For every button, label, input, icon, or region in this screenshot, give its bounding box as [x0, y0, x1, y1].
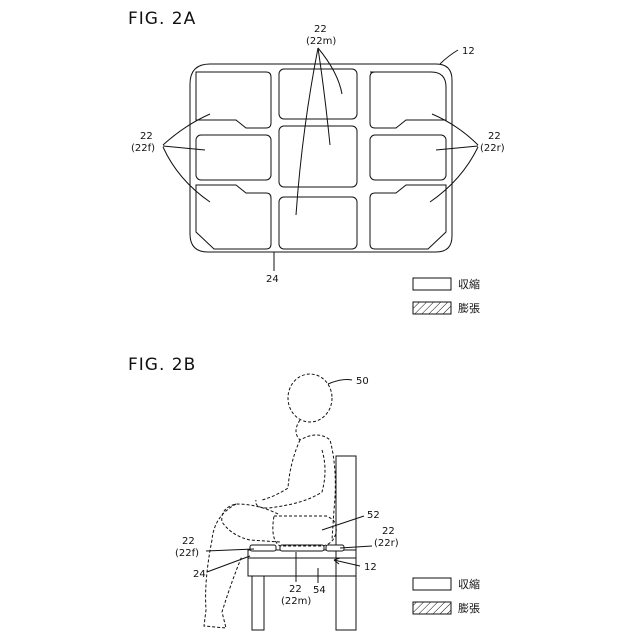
seat-cushion-top-view: [190, 64, 452, 252]
pad-22r-bottom: [370, 185, 446, 249]
occupant-head: [288, 374, 332, 422]
legend-b-contracted-label: 収縮: [458, 577, 480, 591]
pad-22f-middle: [196, 135, 271, 180]
occupant-back: [296, 420, 335, 540]
label-22m-number-b: 22: [289, 584, 302, 595]
pad-22r-top: [370, 72, 446, 128]
label-22f-sub-b: (22f): [175, 548, 199, 559]
label-12-a: 12: [462, 46, 475, 57]
leader-24-b: [207, 556, 250, 572]
leader-22f-b: [206, 549, 254, 551]
label-24-b: 24: [193, 569, 206, 580]
label-22r-sub-b: (22r): [374, 538, 399, 549]
label-22f-number-b: 22: [182, 536, 195, 547]
legend-b-inflated-swatch: [413, 602, 451, 614]
label-12-b: 12: [364, 562, 377, 573]
label-22m-sub-b: (22m): [281, 596, 311, 607]
occupant-thigh: [222, 504, 280, 542]
label-54: 54: [313, 585, 326, 596]
seat-leg-front: [252, 576, 264, 630]
pad-22m-top: [279, 69, 357, 119]
legend-a-inflated-swatch: [413, 302, 451, 314]
label-22f-sub-a: (22f): [131, 143, 155, 154]
occupant-chest: [262, 440, 300, 500]
seat-frame-54: [248, 558, 356, 576]
label-22m-sub-a: (22m): [306, 36, 336, 47]
pad-22f-side: [250, 545, 276, 551]
legend-a-contracted-swatch: [413, 278, 451, 290]
label-24-a: 24: [266, 274, 279, 285]
label-22r-sub-a: (22r): [480, 143, 505, 154]
leader-12-a: [440, 50, 458, 64]
pad-22m-bottom: [279, 197, 357, 249]
seat-leg-rear: [336, 576, 356, 630]
occupant-hip: [273, 516, 336, 546]
label-22f-number-a: 22: [140, 131, 153, 142]
legend-a-contracted-label: 収縮: [458, 277, 480, 291]
label-22r-number-a: 22: [488, 131, 501, 142]
leader-52: [322, 516, 364, 530]
legend-b-contracted-swatch: [413, 578, 451, 590]
label-50: 50: [356, 376, 369, 387]
pad-22m-side: [280, 545, 324, 551]
label-22r-number-b: 22: [382, 526, 395, 537]
legend-a: 収縮 膨張: [413, 277, 480, 315]
pad-22f-top: [196, 72, 271, 128]
label-52: 52: [367, 510, 380, 521]
fig-2b-title: FIG. 2B: [128, 355, 196, 375]
legend-a-inflated-label: 膨張: [458, 301, 480, 315]
pad-22f-bottom: [196, 185, 271, 249]
pad-22m-middle: [279, 126, 357, 187]
legend-b: 収縮 膨張: [413, 577, 480, 615]
occupant-arm: [256, 450, 325, 508]
label-22m-number-a: 22: [314, 24, 327, 35]
fig-2a-title: FIG. 2A: [128, 9, 196, 29]
backrest: [336, 456, 356, 630]
legend-b-inflated-label: 膨張: [458, 601, 480, 615]
leader-50: [328, 380, 352, 385]
pad-22r-middle: [370, 135, 446, 180]
